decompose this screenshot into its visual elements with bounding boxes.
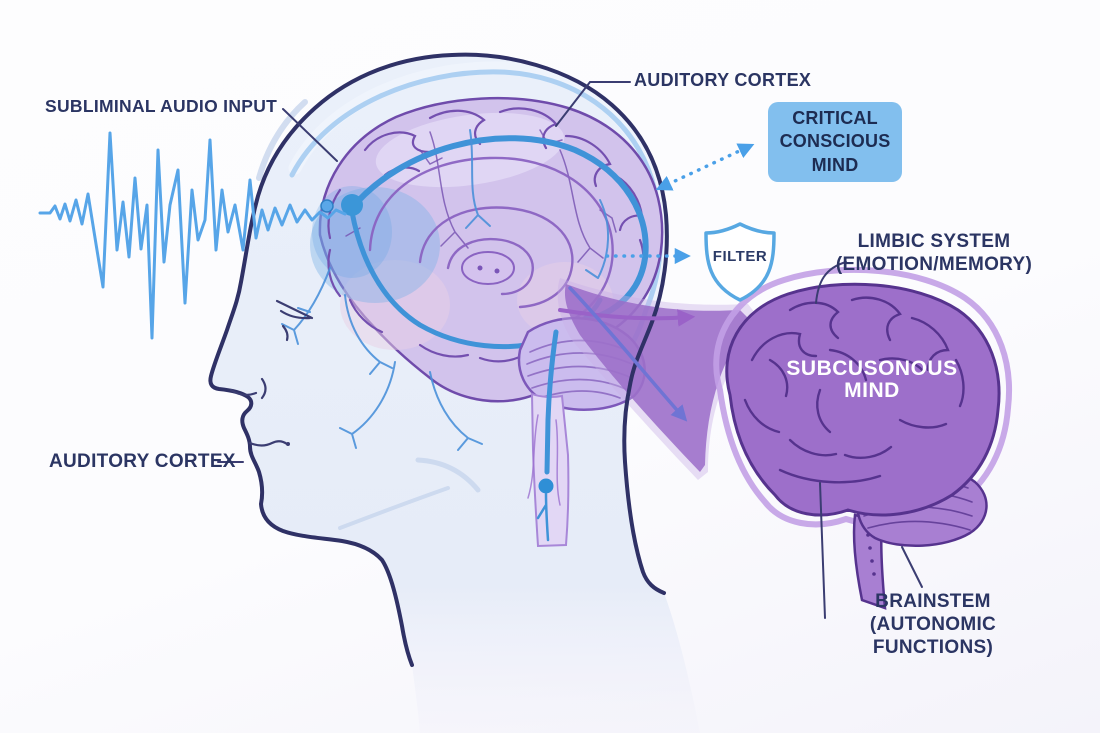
label-limbic-system: LIMBIC SYSTEM (EMOTION/MEMORY) bbox=[835, 231, 1033, 276]
flow-arrows bbox=[558, 143, 755, 422]
subconscious-brain-outline bbox=[725, 282, 1001, 517]
label-auditory-cortex-left: AUDITORY CORTEX bbox=[49, 451, 236, 472]
violet-arrow-downward bbox=[568, 286, 688, 422]
neck-neuron-node bbox=[538, 478, 554, 494]
filter-shield-label: FILTER bbox=[712, 248, 768, 265]
body-shading bbox=[256, 99, 481, 530]
nostril bbox=[229, 388, 258, 397]
neuron-node-large bbox=[341, 194, 363, 216]
auditory-cortex-blue-region bbox=[310, 187, 440, 303]
label-brainstem: BRAINSTEM (AUTONOMIC FUNCTIONS) bbox=[869, 591, 997, 659]
pointer-subliminal bbox=[282, 108, 338, 162]
filter-shield-icon bbox=[704, 222, 776, 302]
large-brainstem bbox=[527, 329, 570, 548]
pointer-brainstem-vertical bbox=[819, 482, 826, 619]
nose-wing bbox=[260, 377, 267, 400]
subconscious-brain-gyri bbox=[743, 296, 965, 484]
subconscious-funnel bbox=[564, 284, 760, 472]
label-subconscious-mind: SUBCUSONOUS MIND bbox=[786, 357, 958, 403]
critical-conscious-mind-box: CRITICAL CONSCIOUS MIND bbox=[768, 102, 902, 182]
brain-highlight-patch bbox=[375, 112, 565, 188]
lips bbox=[248, 440, 289, 447]
dotted-double-arrow-to-conscious-mind bbox=[655, 143, 755, 191]
purple-arrow-to-subconscious bbox=[558, 308, 696, 327]
eye bbox=[275, 299, 314, 342]
head-profile-outline bbox=[208, 52, 669, 667]
thalamus bbox=[461, 251, 515, 285]
label-pointer-lines bbox=[217, 81, 923, 619]
label-auditory-cortex-top: AUDITORY CORTEX bbox=[634, 70, 812, 90]
subconscious-brain bbox=[713, 266, 1012, 610]
pointer-auditory-top bbox=[555, 81, 631, 127]
subconscious-brain-halo bbox=[713, 266, 1012, 528]
neuron-node-small bbox=[320, 199, 334, 213]
face-features bbox=[229, 299, 314, 447]
pointer-limbic bbox=[815, 261, 847, 304]
inner-brain-swirl bbox=[368, 156, 614, 334]
pointer-brainstem-diagonal bbox=[901, 546, 923, 588]
waveform-icon bbox=[38, 131, 347, 340]
label-subliminal-audio-input: SUBLIMINAL AUDIO INPUT bbox=[45, 96, 278, 116]
